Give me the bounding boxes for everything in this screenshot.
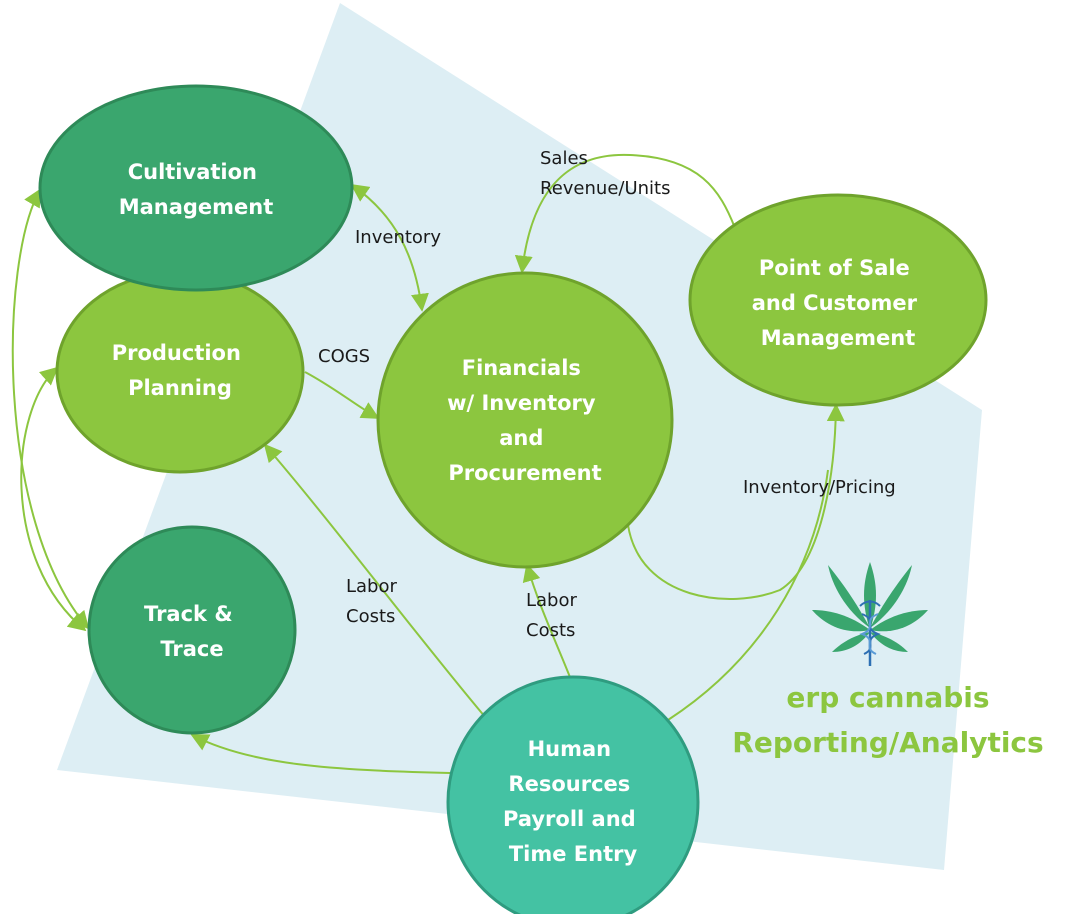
cannabis-leaf-caduceus-icon	[812, 562, 928, 666]
edge-label-sales: Sales Revenue/Units	[540, 148, 670, 199]
production-shape	[55, 270, 305, 474]
pos-shape	[688, 193, 988, 407]
node-financials: Financials w/ Inventory and Procurement	[376, 271, 674, 569]
brand-name: erp cannabis	[786, 681, 989, 714]
edge-production-to-track	[20, 366, 87, 632]
financials-shape	[376, 271, 674, 569]
pos-label: Point of Sale and Customer Management	[752, 256, 925, 350]
edge-financials-to-pos	[627, 403, 845, 600]
production-label: Production Planning	[112, 341, 249, 400]
node-pos: Point of Sale and Customer Management	[688, 193, 988, 407]
cultivation-shape	[38, 84, 354, 292]
edge-label-inventory-pricing: Inventory/Pricing	[743, 477, 896, 498]
edge-hr-to-pos	[667, 469, 829, 721]
edges	[11, 153, 845, 774]
track-shape	[87, 525, 297, 735]
edge-production-to-financials	[304, 371, 380, 419]
edge-label-cogs: COGS	[318, 346, 370, 367]
track-label: Track & Trace	[144, 602, 240, 661]
hr-label: Human Resources Payroll and Time Entry	[503, 737, 643, 866]
edge-cultivation-financials	[350, 183, 429, 312]
node-cultivation: Cultivation Management	[38, 84, 354, 292]
brand-tagline: Reporting/Analytics	[732, 726, 1043, 759]
hr-shape	[446, 675, 700, 914]
edge-pos-to-financials	[514, 153, 736, 274]
node-track: Track & Trace	[87, 525, 297, 735]
edge-label-labor-mid: Labor Costs	[526, 590, 583, 641]
node-hr: Human Resources Payroll and Time Entry	[446, 675, 700, 914]
edge-hr-to-track	[190, 734, 451, 774]
edge-label-inventory: Inventory	[355, 227, 441, 248]
cultivation-label: Cultivation Management	[119, 160, 274, 219]
node-production: Production Planning	[55, 270, 305, 474]
edge-hr-to-production	[263, 443, 487, 719]
financials-label: Financials w/ Inventory and Procurement	[447, 356, 603, 485]
edge-label-labor-left: Labor Costs	[346, 576, 403, 627]
